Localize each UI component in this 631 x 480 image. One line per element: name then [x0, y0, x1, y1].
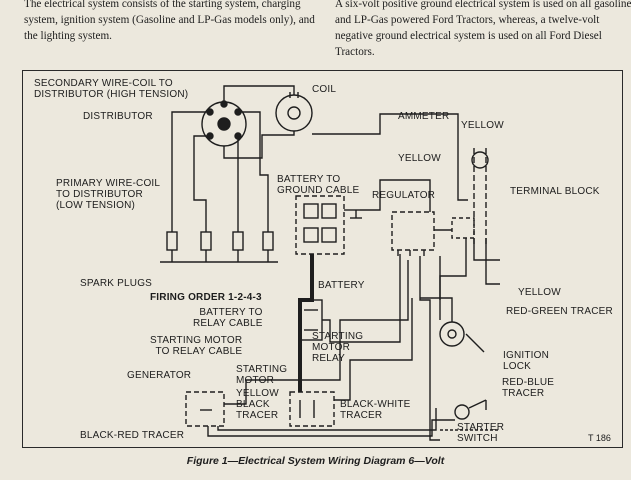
label-black-white-tracer: BLACK-WHITE TRACER: [340, 399, 411, 421]
label-spark-plugs: SPARK PLUGS: [80, 278, 153, 289]
label-battery-to-ground: BATTERY TO GROUND CABLE: [277, 174, 360, 196]
label-generator: GENERATOR: [127, 370, 192, 381]
label-starting-motor: STARTING MOTOR: [236, 364, 288, 386]
regulator-symbol: [391, 211, 435, 256]
diagram-frame: [22, 70, 623, 448]
label-primary-wire: PRIMARY WIRE-COIL TO DISTRIBUTOR (LOW TE…: [56, 178, 161, 211]
label-yellow-mid: YELLOW: [398, 153, 441, 164]
label-coil: COIL: [312, 84, 337, 95]
figure-code: T 186: [588, 433, 611, 443]
label-distributor: DISTRIBUTOR: [83, 111, 153, 122]
label-starting-motor-relay: STARTING MOTOR RELAY: [312, 331, 364, 364]
label-terminal-block: TERMINAL BLOCK: [510, 186, 600, 197]
distributor-symbol: [201, 100, 247, 147]
figure-caption: Figure 1—Electrical System Wiring Diagra…: [186, 455, 445, 467]
starter-switch-symbol: [454, 399, 487, 420]
ignition-lock-symbol: [439, 321, 485, 353]
label-battery-to-relay: BATTERY TO RELAY CABLE: [193, 307, 263, 329]
battery-symbol: [295, 195, 362, 255]
label-secondary-wire: SECONDARY WIRE-COIL TO DISTRIBUTOR (HIGH…: [34, 78, 189, 100]
label-battery: BATTERY: [318, 280, 365, 291]
intro-paragraph-right: A six-volt positive ground electrical sy…: [335, 0, 631, 58]
label-yellow-black-tracer: YELLOW BLACK TRACER: [236, 388, 279, 421]
label-red-blue-tracer: RED-BLUE TRACER: [502, 377, 555, 399]
label-ignition-lock: IGNITION LOCK: [503, 350, 550, 372]
label-regulator: REGULATOR: [372, 190, 436, 201]
label-ammeter: AMMETER: [398, 111, 450, 122]
label-black-red-tracer: BLACK-RED TRACER: [80, 430, 185, 441]
label-firing-order: FIRING ORDER 1-2-4-3: [150, 292, 262, 303]
generator-symbol: [185, 391, 225, 427]
terminal-block-symbol: [451, 217, 475, 239]
label-yellow-top: YELLOW: [461, 120, 504, 131]
coil-symbol: [275, 92, 313, 132]
label-starting-motor-to-relay: STARTING MOTOR TO RELAY CABLE: [150, 335, 243, 357]
label-red-green-tracer: RED-GREEN TRACER: [506, 306, 613, 317]
starting-motor-symbol: [289, 391, 335, 427]
spark-plugs-symbol: [160, 231, 278, 263]
intro-paragraph-left: The electrical system consists of the st…: [24, 0, 315, 42]
label-starter-switch: STARTER SWITCH: [457, 422, 505, 444]
label-yellow-right: YELLOW: [518, 287, 561, 298]
